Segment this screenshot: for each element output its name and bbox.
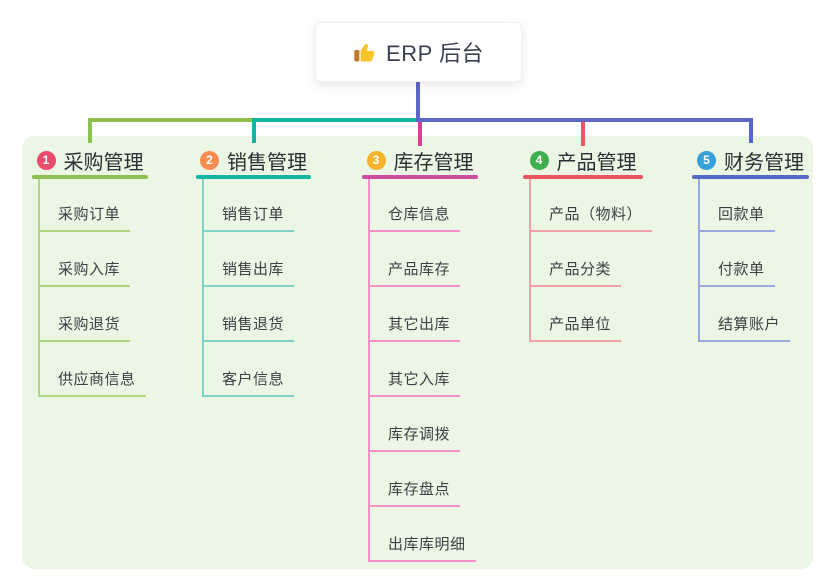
- child-node[interactable]: 产品库存: [368, 260, 461, 287]
- branch-label: 产品管理: [556, 151, 637, 174]
- branch-underline: [523, 175, 643, 179]
- branch-number-badge: 1: [36, 150, 56, 170]
- branch-label: 财务管理: [724, 151, 804, 174]
- branch-underline: [362, 175, 478, 179]
- branch-drop-line: [88, 118, 92, 143]
- child-node[interactable]: 销售订单: [202, 205, 295, 232]
- child-node[interactable]: 采购退货: [38, 315, 131, 342]
- child-node[interactable]: 产品（物料）: [529, 205, 653, 232]
- rail-segment-blue: [416, 118, 753, 122]
- child-node[interactable]: 付款单: [698, 260, 775, 287]
- child-node[interactable]: 其它出库: [368, 315, 461, 342]
- child-node[interactable]: 产品分类: [529, 260, 622, 287]
- branch-child-spine: [368, 179, 370, 562]
- child-node[interactable]: 供应商信息: [38, 370, 146, 397]
- child-node[interactable]: 出库库明细: [368, 535, 476, 562]
- child-node[interactable]: 产品单位: [529, 315, 622, 342]
- branch-child-spine: [529, 179, 531, 342]
- branch-node-1[interactable]: 1 采购管理: [32, 147, 148, 174]
- branch-underline: [196, 175, 311, 179]
- child-node[interactable]: 其它入库: [368, 370, 461, 397]
- branches-panel: [22, 136, 813, 569]
- branch-number-badge: 4: [529, 150, 549, 170]
- branch-number-badge: 3: [366, 150, 386, 170]
- child-node[interactable]: 库存盘点: [368, 480, 461, 507]
- branch-node-2[interactable]: 2 销售管理: [196, 147, 311, 174]
- child-node[interactable]: 采购入库: [38, 260, 131, 287]
- branch-drop-line: [581, 120, 585, 146]
- thumbs-up-icon: [353, 41, 376, 64]
- branch-child-spine: [698, 179, 700, 342]
- child-node[interactable]: 仓库信息: [368, 205, 461, 232]
- child-node[interactable]: 库存调拨: [368, 425, 461, 452]
- branch-drop-line: [418, 120, 422, 146]
- child-node[interactable]: 销售退货: [202, 315, 295, 342]
- root-node[interactable]: ERP 后台: [315, 22, 522, 82]
- child-node[interactable]: 采购订单: [38, 205, 131, 232]
- branch-child-spine: [38, 179, 40, 397]
- branch-label: 采购管理: [63, 151, 144, 174]
- branch-node-3[interactable]: 3 库存管理: [362, 147, 478, 174]
- child-node[interactable]: 回款单: [698, 205, 775, 232]
- root-stem-line: [416, 82, 420, 122]
- branch-label: 库存管理: [393, 151, 474, 174]
- rail-segment-green: [88, 118, 256, 122]
- branch-drop-line: [749, 118, 753, 143]
- branch-drop-line: [252, 118, 256, 143]
- branch-label: 销售管理: [227, 151, 307, 174]
- branch-child-spine: [202, 179, 204, 397]
- child-node[interactable]: 销售出库: [202, 260, 295, 287]
- branch-node-4[interactable]: 4 产品管理: [523, 147, 643, 174]
- branch-number-badge: 2: [200, 150, 219, 170]
- child-node[interactable]: 客户信息: [202, 370, 295, 397]
- root-node-label: ERP 后台: [386, 41, 484, 66]
- branch-node-5[interactable]: 5 财务管理: [692, 147, 809, 174]
- rail-segment-teal: [252, 118, 420, 122]
- branch-underline: [692, 175, 809, 179]
- branch-number-badge: 5: [697, 150, 716, 170]
- child-node[interactable]: 结算账户: [698, 315, 791, 342]
- branch-underline: [32, 175, 148, 179]
